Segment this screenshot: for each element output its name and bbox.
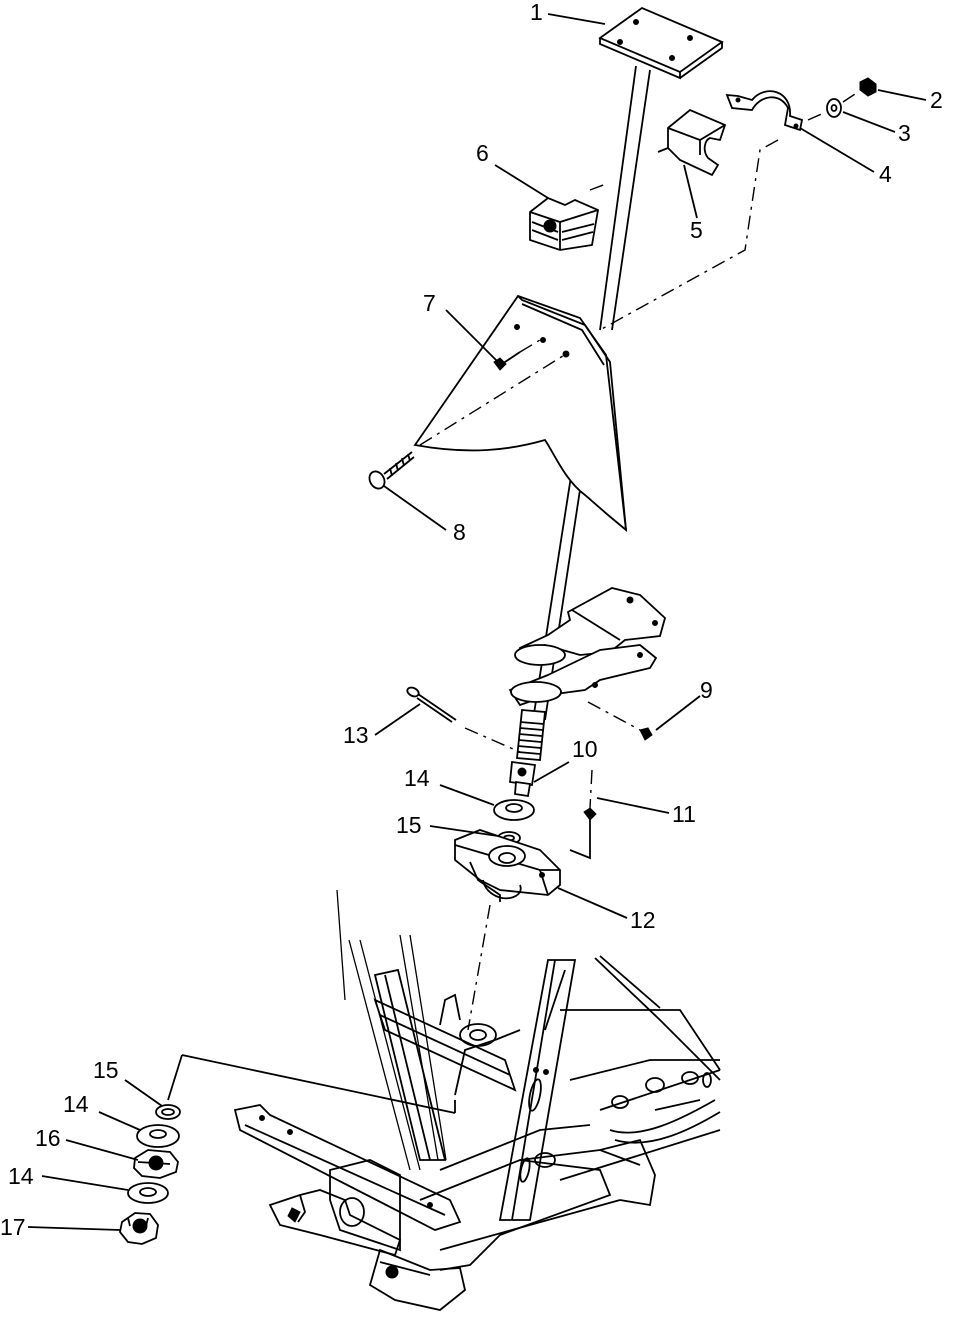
part-12-bearing-block [454, 829, 561, 902]
centerline-12 [467, 904, 491, 1031]
part-13-cotter-pin [406, 686, 521, 753]
callout-2: 2 [930, 87, 943, 113]
part-8-screw [368, 353, 567, 490]
callout-14-mid: 14 [404, 765, 430, 791]
callout-11: 11 [672, 801, 696, 827]
callout-14-bottom: 14 [8, 1163, 34, 1189]
callout-13: 13 [343, 722, 369, 748]
callout-7: 7 [423, 290, 436, 316]
part-5-bushing [657, 108, 727, 177]
part-15-oring-bottom [155, 1104, 181, 1120]
callout-14-top: 14 [63, 1091, 89, 1117]
part-11-screw [569, 769, 597, 860]
callout-15-bottom: 15 [93, 1057, 119, 1083]
callout-1: 1 [530, 0, 543, 25]
part-2-nut [859, 77, 877, 97]
callout-4: 4 [879, 161, 892, 187]
part-17-castle-nut [119, 1212, 159, 1245]
part-3-washer [826, 98, 842, 118]
callout-9: 9 [700, 677, 713, 703]
callout-3: 3 [898, 120, 911, 146]
part-14-washer-top [136, 1124, 180, 1148]
steering-post [532, 6, 724, 721]
part-4-clamp [599, 90, 804, 331]
callout-6: 6 [476, 140, 489, 166]
steering-shield [413, 294, 628, 533]
leader-15-bottom [181, 1054, 456, 1114]
post-support-bracket [508, 587, 667, 707]
shaft-threaded-end [509, 709, 546, 798]
part-16-nut [133, 1149, 179, 1179]
callout-16: 16 [35, 1125, 61, 1151]
vehicle-frame [233, 889, 721, 1311]
callout-8: 8 [453, 519, 466, 545]
part-14-washer-bottom [127, 1182, 169, 1204]
part-14-washer [493, 799, 535, 821]
callout-15-mid: 15 [396, 812, 422, 838]
part-9-screw [587, 701, 653, 741]
callout-5: 5 [690, 217, 703, 243]
callout-17: 17 [0, 1214, 26, 1240]
callout-10: 10 [572, 736, 598, 762]
part-6-bushing [529, 183, 607, 251]
callout-12: 12 [630, 907, 656, 933]
leader-lines [27, 13, 927, 1231]
